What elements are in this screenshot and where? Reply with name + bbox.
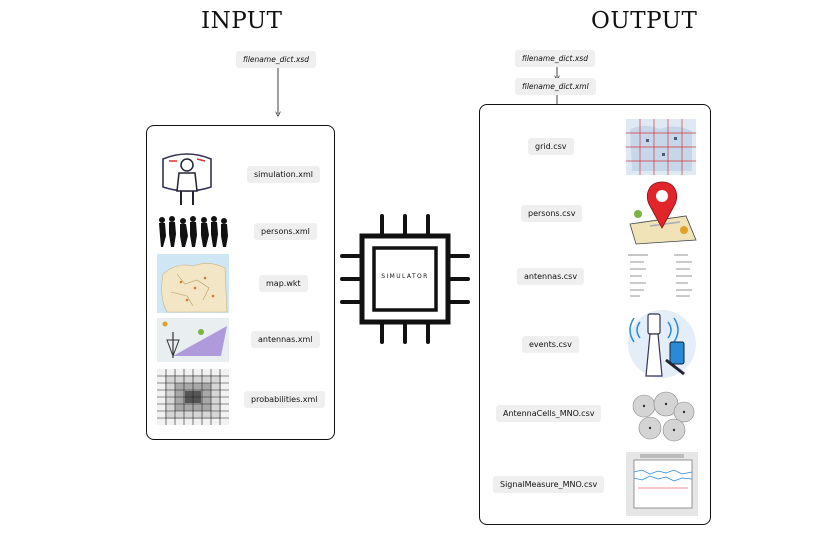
antennacells-label: AntennaCells_MNO.csv	[503, 409, 595, 418]
input-file-antennas: antennas.xml	[251, 331, 320, 348]
output-dict-tag-xml: filename_dict.xml	[515, 78, 596, 95]
input-heading: INPUT	[201, 8, 283, 34]
output-heading: OUTPUT	[591, 8, 698, 34]
grid-map-icon	[626, 119, 696, 175]
probability-grid-icon	[157, 369, 229, 425]
output-file-events: events.csv	[522, 336, 579, 353]
output-file-signalmeasure: SignalMeasure_MNO.csv	[493, 476, 605, 493]
crowd-icon	[157, 214, 229, 248]
output-dict-tag-xsd: filename_dict.xsd	[515, 50, 595, 67]
input-dict-tag: filename_dict.xsd	[236, 51, 316, 68]
vr-user-icon	[157, 147, 217, 207]
antenna-cells-icon	[626, 388, 698, 446]
input-file-map: map.wkt	[259, 275, 308, 292]
simulator-chip-label: SIMULATOR	[381, 273, 429, 280]
europe-map-icon	[157, 254, 229, 313]
input-file-simulation: simulation.xml	[247, 166, 320, 183]
input-file-probabilities: probabilities.xml	[244, 391, 325, 408]
cell-tower-phone-icon	[626, 304, 698, 382]
input-file-persons: persons.xml	[254, 223, 317, 240]
output-file-grid: grid.csv	[528, 138, 574, 155]
antenna-coverage-icon	[157, 318, 229, 362]
output-file-antennas: antennas.csv	[517, 268, 585, 285]
simulator-chip-icon	[340, 214, 470, 344]
table-icon	[626, 250, 698, 300]
location-pin-icon	[626, 178, 698, 246]
output-file-antennacells: AntennaCells_MNO.csv	[496, 405, 602, 422]
signal-chart-icon	[626, 452, 698, 516]
output-file-persons: persons.csv	[521, 205, 583, 222]
